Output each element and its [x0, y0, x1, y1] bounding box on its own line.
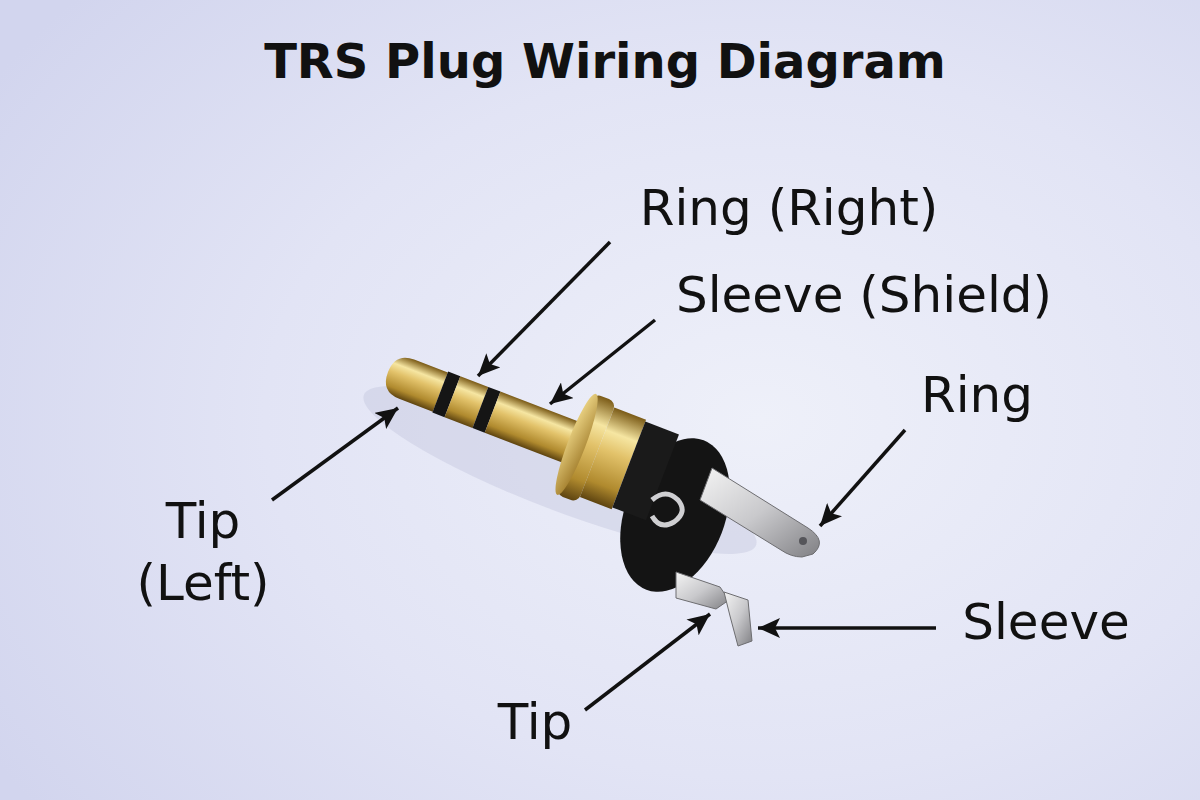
part-label: Tip (Left) — [116, 490, 291, 614]
plug-body — [612, 422, 679, 521]
contact-spring — [652, 494, 682, 525]
terminal-hole — [799, 537, 807, 545]
sleeve-terminal — [724, 592, 752, 646]
part-label: Ring — [921, 365, 1033, 425]
leader-arrow — [758, 626, 936, 630]
leader-arrow — [550, 320, 655, 404]
part-label: Sleeve (Shield) — [676, 265, 1052, 325]
part-label: Sleeve — [962, 592, 1130, 652]
leader-arrow — [272, 408, 398, 500]
diagram-title: TRS Plug Wiring Diagram — [264, 33, 946, 91]
leader-arrow — [478, 242, 610, 376]
ring-terminal — [700, 468, 819, 557]
tip-terminal — [676, 572, 729, 609]
part-label: Ring (Right) — [640, 178, 939, 238]
part-label: Tip — [498, 692, 573, 752]
leader-arrow — [585, 614, 710, 710]
leader-arrow — [820, 430, 905, 526]
plug-shaft — [369, 322, 682, 528]
